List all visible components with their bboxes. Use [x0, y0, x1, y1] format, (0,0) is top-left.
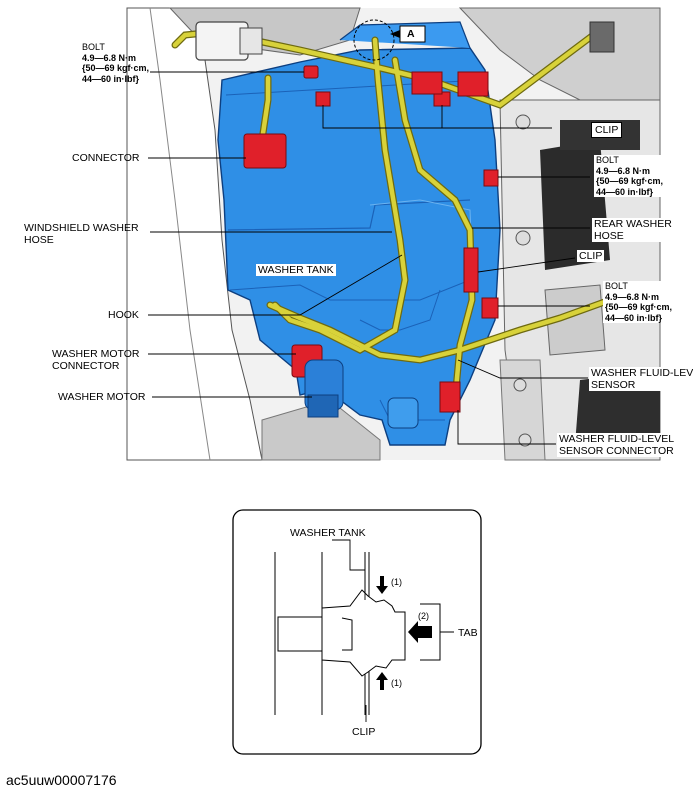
washer-tank-label: WASHER TANK — [256, 264, 336, 276]
windshield-hose-line2: HOSE — [24, 234, 54, 246]
motor-connector-label: WASHER MOTOR CONNECTOR — [52, 348, 140, 372]
view-a-label: A — [407, 28, 415, 40]
inset-detail-drawing — [232, 509, 482, 755]
bolt-low-label: BOLT 4.9—6.8 N·m {50—69 kgf·cm, 44—60 in… — [603, 281, 675, 323]
bolt-mid-torque-inlbf: 44—60 in·lbf} — [596, 186, 654, 197]
bolt-low-title: BOLT — [605, 281, 628, 291]
inset-step1-bottom-label: (1) — [391, 678, 402, 688]
rear-hose-line1: REAR WASHER — [594, 218, 672, 230]
bolt-low-marker — [481, 297, 499, 319]
bolt-mid-torque-nm: 4.9—6.8 N·m — [596, 165, 651, 176]
leader-lines — [148, 71, 590, 445]
windshield-hose-line1: WINDSHIELD WASHER — [24, 222, 139, 234]
figure-id: ac5uuw00007176 — [6, 772, 117, 788]
level-sensor-connector-line1: WASHER FLUID-LEVEL — [559, 433, 675, 445]
bolt-top-label: BOLT 4.9—6.8 N·m {50—69 kgf·cm, 44—60 in… — [82, 42, 149, 84]
level-sensor-label: WASHER FLUID-LEVEL SENSOR — [589, 367, 693, 391]
bolt-low-torque-nm: 4.9—6.8 N·m — [605, 291, 660, 302]
bolt-top-torque-inlbf: 44—60 in·lbf} — [82, 73, 140, 84]
bolt-low-torque-kgf: {50—69 kgf·cm, — [605, 302, 673, 312]
motor-connector-line2: CONNECTOR — [52, 360, 120, 372]
clip-top-label: CLIP — [591, 122, 623, 138]
inset-tab-label: TAB — [458, 627, 478, 639]
hose-clamp-1 — [411, 71, 443, 95]
top-white-connector — [195, 21, 615, 61]
bolt-low-torque-inlbf: 44—60 in·lbf} — [605, 312, 663, 323]
rear-hose-line2: HOSE — [594, 230, 624, 242]
connector-marker — [243, 133, 287, 169]
bolt-top-marker — [303, 65, 319, 79]
inset-washer-tank-label: WASHER TANK — [290, 527, 366, 539]
inset-step1-top-label: (1) — [391, 577, 402, 587]
bolt-mid-marker — [483, 169, 499, 187]
bolt-top-torque-kgf: {50—69 kgf·cm, — [82, 63, 150, 73]
windshield-hose-label: WINDSHIELD WASHER HOSE — [24, 222, 139, 246]
clip-mid-marker — [463, 247, 479, 293]
hook-label: HOOK — [108, 309, 139, 321]
inset-clip-label: CLIP — [352, 726, 376, 738]
level-sensor-line2: SENSOR — [591, 379, 636, 391]
level-sensor-line1: WASHER FLUID-LEVEL — [591, 367, 693, 379]
motor-connector-line1: WASHER MOTOR — [52, 348, 140, 360]
clip-left-marker — [315, 91, 331, 107]
bolt-top-title: BOLT — [82, 42, 105, 52]
view-a-marker — [353, 19, 426, 61]
inset-step2-label: (2) — [418, 611, 429, 621]
level-sensor-connector-line2: SENSOR CONNECTOR — [559, 445, 674, 457]
rear-hose-label: REAR WASHER HOSE — [592, 218, 674, 242]
washer-hoses — [171, 26, 614, 404]
bolt-mid-label: BOLT 4.9—6.8 N·m {50—69 kgf·cm, 44—60 in… — [594, 155, 666, 197]
bolt-top-torque-nm: 4.9—6.8 N·m — [82, 52, 137, 63]
level-sensor-connector-label: WASHER FLUID-LEVEL SENSOR CONNECTOR — [557, 433, 677, 457]
bolt-mid-title: BOLT — [596, 155, 619, 165]
level-sensor-connector-marker — [439, 381, 461, 413]
bolt-mid-torque-kgf: {50—69 kgf·cm, — [596, 176, 664, 186]
hose-clamp-2 — [457, 71, 489, 97]
clip-mid-label: CLIP — [577, 250, 605, 262]
washer-motor — [304, 359, 344, 418]
washer-motor-label: WASHER MOTOR — [58, 391, 146, 403]
connector-label: CONNECTOR — [72, 152, 140, 164]
